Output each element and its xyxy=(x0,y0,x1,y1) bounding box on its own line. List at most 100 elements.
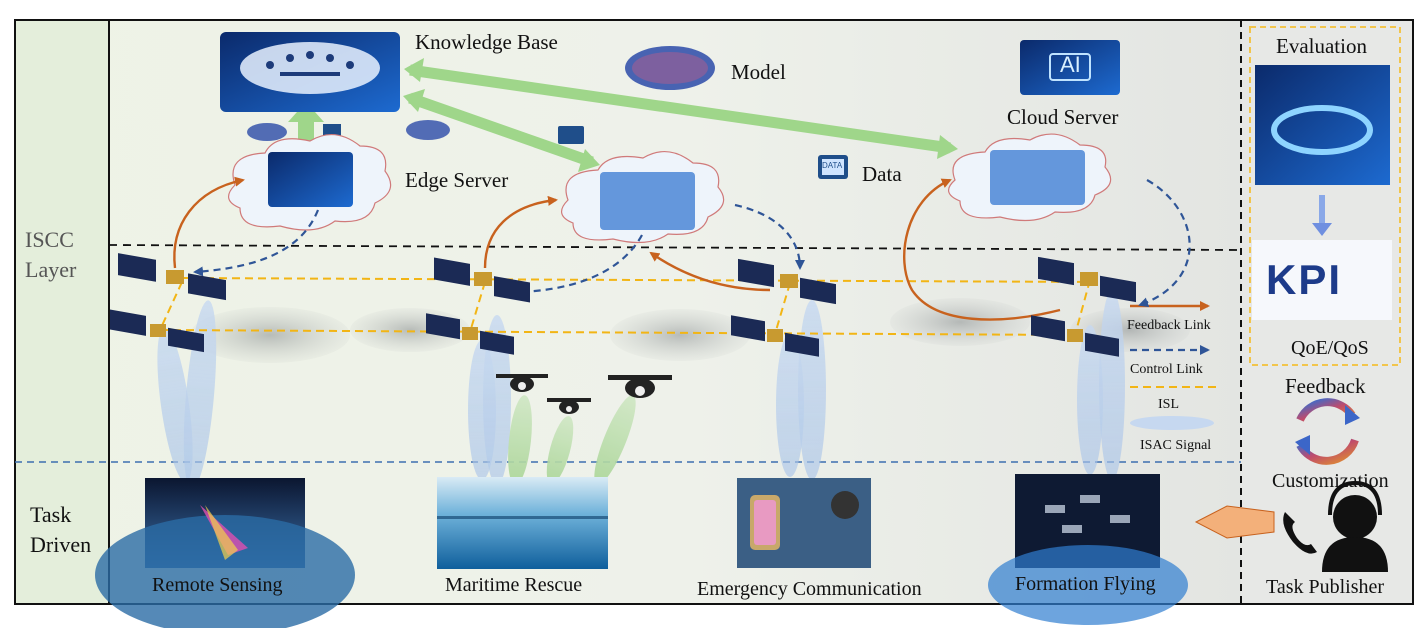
satellite-icon xyxy=(118,253,226,301)
iscc-layer-boundary xyxy=(108,244,1242,251)
publisher-arrow xyxy=(1194,505,1275,539)
maritime-rescue-image xyxy=(437,477,608,569)
drone-beam xyxy=(508,395,532,485)
satellite-icon xyxy=(434,257,530,303)
data-chip-small-2 xyxy=(558,126,584,144)
knowledge-cloud-icon xyxy=(240,42,380,94)
feedback-link xyxy=(903,178,1061,321)
satellite-icon xyxy=(731,315,819,357)
layer-label-column-bg xyxy=(15,20,109,604)
emergency-communication-image xyxy=(737,478,871,568)
drone-icon xyxy=(496,374,548,392)
legend-feedback-label: Feedback Link xyxy=(1127,318,1211,333)
model-blob-icon xyxy=(406,120,450,140)
isac-beam xyxy=(776,333,804,477)
data-chip-text: DATA xyxy=(822,161,843,170)
legend-isl-label: ISL xyxy=(1158,397,1179,412)
knowledge-icons xyxy=(266,51,354,76)
model-label: Model xyxy=(731,60,786,84)
person-head-icon xyxy=(1333,495,1377,539)
meeting-table-icon xyxy=(1271,105,1373,155)
isac-beam xyxy=(483,315,511,485)
earth-horizon-icon xyxy=(988,545,1188,625)
control-link xyxy=(734,203,805,270)
satellite-icon xyxy=(738,258,836,305)
isl-link xyxy=(469,281,486,333)
kb-cloud-arrowhead-left xyxy=(404,58,424,82)
isac-beam xyxy=(1077,325,1103,475)
knowledge-base-label: Knowledge Base xyxy=(415,30,558,54)
outer-border xyxy=(14,19,1414,605)
formation-satellite-icon xyxy=(1080,495,1100,503)
kb-edge-arrow-shaft xyxy=(408,92,594,168)
isac-beams xyxy=(157,290,1125,490)
sensing-beam-icon xyxy=(205,505,238,560)
data-chip-large xyxy=(818,155,848,179)
isac-beam xyxy=(798,300,826,480)
phone-screen-icon xyxy=(754,500,776,545)
task-publisher-icon xyxy=(1322,480,1388,572)
satellite-icon xyxy=(1038,256,1136,303)
formation-satellite-icon xyxy=(1045,505,1065,513)
cloud-server-label: Cloud Server xyxy=(1007,105,1119,129)
remote-sensing-image xyxy=(95,478,355,633)
control-link xyxy=(193,209,320,277)
kb-cloud-arrowhead-right xyxy=(937,135,958,159)
model-network-glow xyxy=(632,52,708,84)
evaluation-label: Evaluation xyxy=(1276,34,1367,58)
isl-link xyxy=(159,281,183,331)
kb-edge-arrowhead-right xyxy=(578,149,600,172)
kb-edge-arrowhead-left xyxy=(403,89,425,112)
headset-icon xyxy=(1328,480,1382,516)
satellite-icon xyxy=(1031,315,1119,357)
task-remote-sensing-label: Remote Sensing xyxy=(152,574,283,596)
isl-link xyxy=(159,329,1081,336)
isl-link xyxy=(1074,279,1091,336)
task-driven-label: Task Driven xyxy=(30,502,92,557)
feedback-cycle-icon xyxy=(1295,398,1360,465)
ai-chip-label: AI xyxy=(1060,52,1081,77)
cloud-ai-image xyxy=(1020,40,1120,95)
cycle-arc xyxy=(1296,438,1359,465)
task-maritime-rescue-label: Maritime Rescue xyxy=(445,574,583,596)
atmosphere-cloud xyxy=(890,298,1030,346)
isl-link xyxy=(774,282,791,335)
satellite-dish-icon xyxy=(831,491,859,519)
drones xyxy=(496,374,672,414)
feedback-link xyxy=(483,195,558,269)
atmosphere-cloud xyxy=(190,307,350,363)
edge-server-image xyxy=(268,152,353,207)
eval-kpi-arrowhead xyxy=(1312,223,1332,236)
legend-isac-label: ISAC Signal xyxy=(1140,438,1212,453)
cloud-server-cloud xyxy=(948,133,1112,222)
isl-links xyxy=(159,277,1101,336)
atmosphere-cloud xyxy=(610,309,750,361)
feedback-link xyxy=(649,251,771,292)
maritime-rescue-bg xyxy=(437,477,608,569)
formation-flying-image xyxy=(988,474,1188,625)
feedback-label: Feedback xyxy=(1285,374,1366,398)
control-link xyxy=(518,234,643,297)
isac-beam xyxy=(1099,290,1125,480)
legend-control-label: Control Link xyxy=(1130,362,1203,377)
feedback-link xyxy=(173,176,245,269)
isl-link xyxy=(179,277,1101,283)
edge-server-label: Edge Server xyxy=(405,168,509,192)
mid-cloud-image xyxy=(600,172,695,230)
feedback-links xyxy=(173,176,1210,321)
cycle-arrowhead xyxy=(1295,435,1310,455)
legend-isac-ellipse xyxy=(1130,416,1214,430)
person-body-icon xyxy=(1322,537,1388,572)
satellite-icon xyxy=(110,309,204,353)
ai-chip-icon xyxy=(1049,53,1091,81)
kb-cloud-arrow-shaft xyxy=(409,64,951,154)
drone-beam xyxy=(594,395,636,485)
drone-beams xyxy=(508,395,636,485)
model-network-icon xyxy=(625,46,715,90)
satellites xyxy=(110,253,1136,357)
data-label: Data xyxy=(862,162,902,186)
satellite-icon xyxy=(426,313,514,355)
knowledge-base-image xyxy=(220,32,400,112)
